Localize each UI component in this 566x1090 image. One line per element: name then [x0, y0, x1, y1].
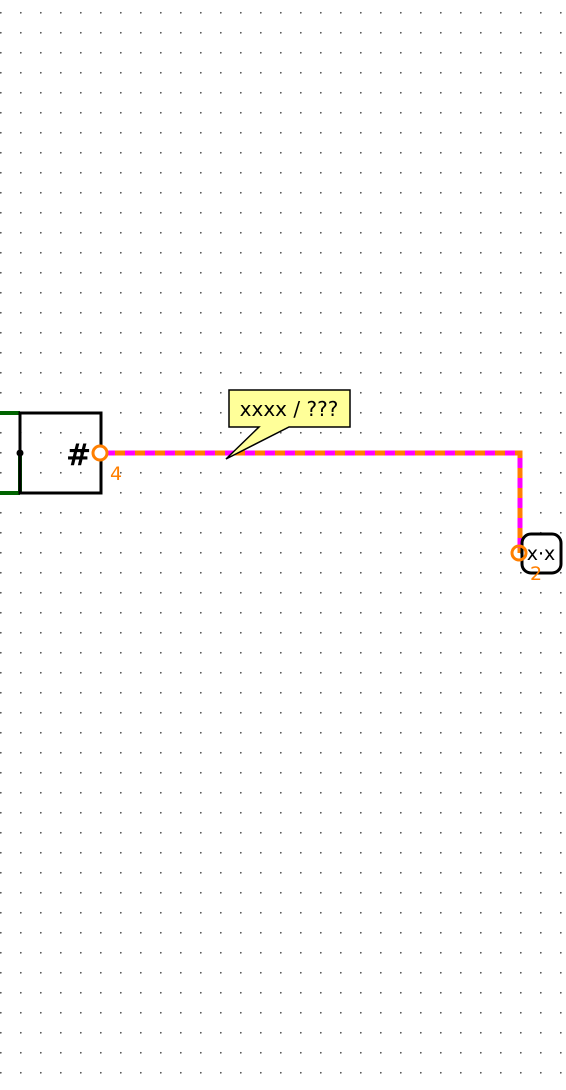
tooltip-text: xxxx / ??? — [240, 397, 339, 421]
tooltip-balloon — [225, 389, 351, 460]
wire-dash — [101, 450, 523, 553]
target-component-body[interactable] — [520, 532, 563, 575]
target-component[interactable]: x·x — [520, 532, 563, 575]
target-component-symbol: x·x — [527, 543, 556, 565]
source-pin-4[interactable] — [91, 444, 109, 462]
wire-connection[interactable] — [101, 450, 523, 553]
wire-tooltip: xxxx / ??? — [225, 389, 351, 460]
target-pin-label: 2 — [530, 563, 542, 585]
source-component-symbol: # — [66, 438, 91, 473]
source-input-junction — [16, 449, 24, 457]
target-pin-2[interactable] — [510, 544, 528, 562]
source-pin-label: 4 — [110, 463, 122, 485]
